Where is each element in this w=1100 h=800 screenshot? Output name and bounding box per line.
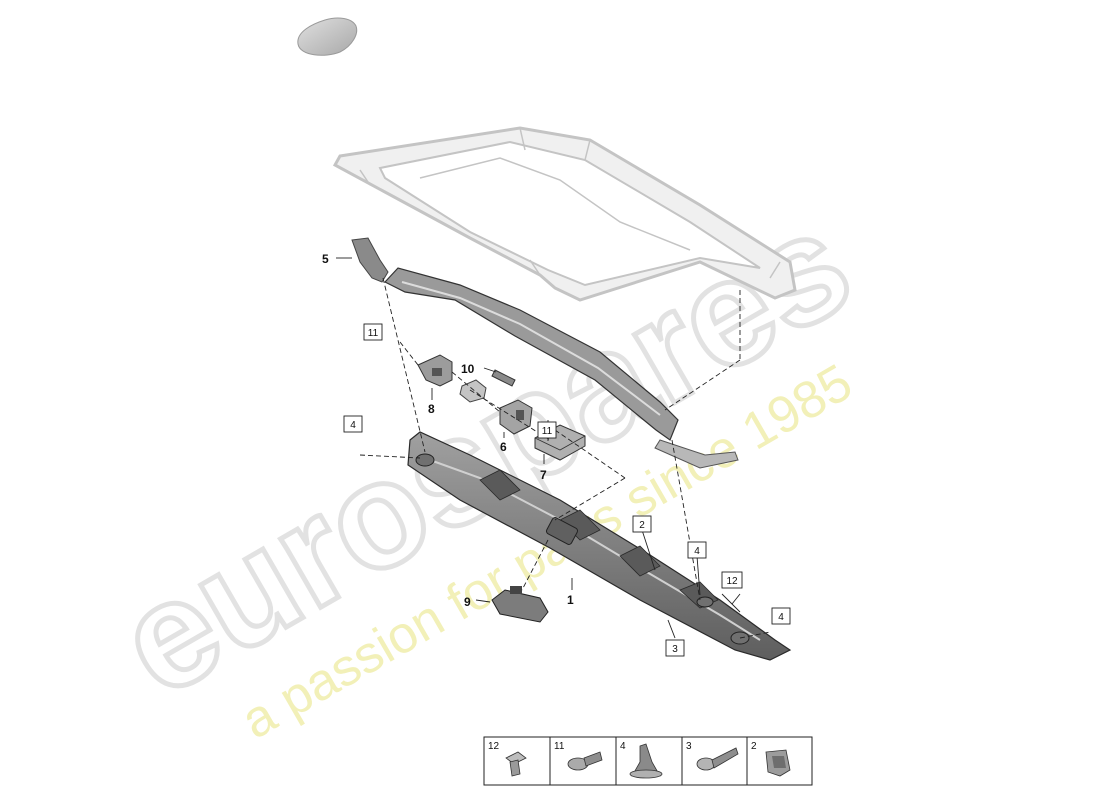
svg-text:4: 4	[778, 612, 784, 623]
svg-text:11: 11	[554, 741, 565, 752]
svg-text:3: 3	[672, 644, 678, 655]
svg-text:11: 11	[368, 328, 379, 339]
boxed-callout-3: 3	[665, 639, 685, 657]
boxed-callout-11-upper: 11	[363, 323, 383, 341]
boxed-callout-4-left: 4	[343, 415, 363, 433]
svg-text:4: 4	[350, 420, 356, 431]
vehicle-icon	[297, 17, 358, 56]
boxed-callout-2: 2	[632, 515, 652, 533]
part-9-light-module	[491, 586, 549, 623]
part-10-pin	[491, 369, 516, 387]
part-6-clip-housing	[499, 399, 533, 435]
callout-7: 7	[540, 468, 547, 482]
callout-6: 6	[500, 440, 507, 454]
roof-frame-ghost	[332, 126, 797, 302]
short-bolt-icon	[505, 751, 527, 777]
fastener-cell-4: 4	[620, 741, 663, 779]
fastener-cell-3: 3	[686, 741, 739, 771]
callout-9: 9	[464, 595, 471, 609]
assembly-leader-lines	[359, 277, 771, 639]
callout-5: 5	[322, 252, 329, 266]
callout-8: 8	[428, 402, 435, 416]
svg-text:2: 2	[751, 741, 757, 752]
boxed-callout-4-far-right: 4	[771, 607, 791, 625]
svg-text:3: 3	[686, 741, 692, 752]
fastener-table: 12 11 4 3	[483, 736, 813, 786]
expanding-rivet-icon	[629, 743, 663, 779]
svg-text:4: 4	[694, 546, 700, 557]
boxed-callout-11-middle: 11	[537, 421, 557, 439]
svg-text:12: 12	[726, 576, 738, 587]
boxed-callouts: 11 4 11 2 4 12 4 3	[343, 323, 791, 657]
self-tapping-screw-icon	[696, 747, 739, 771]
svg-text:4: 4	[620, 741, 626, 752]
upper-trim-strip	[384, 267, 739, 469]
spring-clip-icon	[765, 749, 791, 777]
svg-text:12: 12	[488, 741, 500, 752]
callout-labels: 5 10 8 6 7 9 1	[322, 252, 574, 609]
part-5-trim-bracket	[351, 237, 389, 283]
part-1-trim-panel	[407, 431, 792, 661]
flange-screw-icon	[567, 751, 603, 771]
callout-10: 10	[461, 362, 475, 376]
svg-text:2: 2	[639, 520, 645, 531]
part-clip-small	[459, 379, 487, 403]
part-8-hinge-bracket	[417, 354, 453, 387]
boxed-callout-12: 12	[721, 571, 743, 589]
svg-text:11: 11	[542, 426, 553, 437]
fastener-cell-12: 12	[488, 741, 527, 777]
boxed-callout-4-right: 4	[687, 541, 707, 559]
callout-leader-lines	[336, 257, 741, 639]
callout-1: 1	[567, 593, 574, 607]
fastener-cell-11: 11	[554, 741, 603, 771]
fastener-cell-2: 2	[751, 741, 791, 777]
